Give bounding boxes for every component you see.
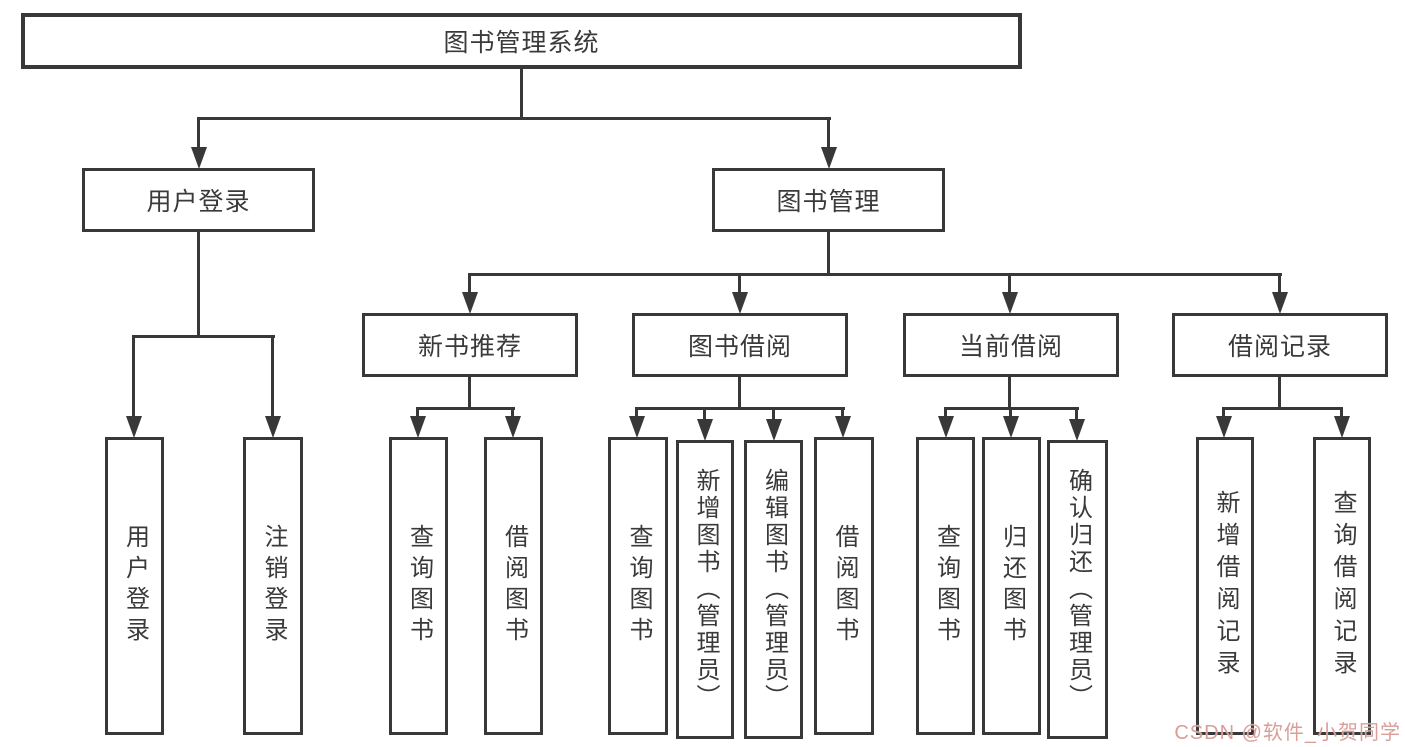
connector-root-stem xyxy=(520,69,523,117)
connector-drop-return-books xyxy=(1009,407,1012,422)
leaf-logout: 注销登录 xyxy=(243,437,303,735)
connector-drop-query-books-1 xyxy=(416,407,419,422)
arrowhead-leaf-logout xyxy=(265,416,281,438)
arrowhead-add-book xyxy=(697,419,713,441)
arrowhead-leaf-user-login xyxy=(126,416,142,438)
node-root-library-system: 图书管理系统 xyxy=(21,13,1022,69)
connector-drop-add-book xyxy=(703,407,706,422)
node-book-borrow: 图书借阅 xyxy=(632,313,848,377)
arrowhead-query-books-2 xyxy=(629,416,645,438)
leaf-query-books-1: 查询图书 xyxy=(389,437,448,735)
connector-drop-confirm-return xyxy=(1075,407,1078,422)
connector-drop-add-record xyxy=(1222,407,1225,422)
csdn-watermark: CSDN @软件_小贺同学 xyxy=(1174,722,1401,744)
arrowhead-borrow-books-2 xyxy=(835,416,851,438)
leaf-query-books-3: 查询图书 xyxy=(916,437,975,735)
arrowhead-query-books-1 xyxy=(410,416,426,438)
connector-drop-borrow-books-2 xyxy=(841,407,844,422)
connector-book-borrow-stem xyxy=(738,377,741,407)
connector-current-borrow-stem xyxy=(1008,377,1011,407)
connector-drop-current-borrow xyxy=(1008,273,1011,295)
connector-user-login-rail xyxy=(132,335,275,338)
leaf-borrow-books-2: 借阅图书 xyxy=(814,437,874,735)
connector-drop-leaf-logout xyxy=(271,335,274,422)
arrowhead-query-record xyxy=(1334,416,1350,438)
connector-drop-query-record xyxy=(1340,407,1343,422)
connector-new-book-rail xyxy=(416,407,515,410)
connector-drop-book-management xyxy=(827,117,830,153)
connector-book-management-stem xyxy=(827,232,830,273)
arrowhead-user-login xyxy=(191,147,207,169)
connector-drop-user-login xyxy=(197,117,200,153)
arrowhead-new-book xyxy=(462,292,478,314)
node-borrow-records: 借阅记录 xyxy=(1172,313,1388,377)
arrowhead-current-borrow xyxy=(1002,292,1018,314)
connector-drop-new-book xyxy=(468,273,471,295)
arrowhead-query-books-3 xyxy=(938,416,954,438)
leaf-user-login: 用户登录 xyxy=(105,437,164,735)
arrowhead-book-management xyxy=(821,147,837,169)
node-book-management: 图书管理 xyxy=(712,168,945,232)
connector-drop-borrow-books-1 xyxy=(511,407,514,422)
leaf-query-borrow-record: 查询借阅记录 xyxy=(1313,437,1371,735)
connector-drop-borrow-records xyxy=(1278,273,1281,295)
arrowhead-add-record xyxy=(1216,416,1232,438)
connector-drop-leaf-user-login xyxy=(132,335,135,422)
node-new-book-recommend: 新书推荐 xyxy=(362,313,578,377)
arrowhead-return-books xyxy=(1003,416,1019,438)
leaf-borrow-books-1: 借阅图书 xyxy=(484,437,543,735)
connector-drop-book-borrow xyxy=(738,273,741,295)
leaf-edit-book-admin: 编辑图书（管理员） xyxy=(744,440,803,739)
connector-new-book-stem xyxy=(468,377,471,407)
connector-borrow-records-rail xyxy=(1222,407,1343,410)
leaf-add-borrow-record: 新增借阅记录 xyxy=(1196,437,1254,735)
node-current-borrow: 当前借阅 xyxy=(903,313,1119,377)
arrowhead-book-borrow xyxy=(732,292,748,314)
connector-drop-query-books-2 xyxy=(635,407,638,422)
arrowhead-borrow-records xyxy=(1272,292,1288,314)
connector-borrow-records-stem xyxy=(1278,377,1281,407)
connector-drop-query-books-3 xyxy=(944,407,947,422)
arrowhead-borrow-books-1 xyxy=(505,416,521,438)
connector-level3-rail xyxy=(468,273,1282,276)
arrowhead-confirm-return xyxy=(1069,419,1085,441)
leaf-query-books-2: 查询图书 xyxy=(608,437,668,735)
connector-user-login-stem xyxy=(197,232,200,335)
leaf-add-book-admin: 新增图书（管理员） xyxy=(676,440,734,739)
connector-level2-rail xyxy=(198,117,831,120)
node-user-login: 用户登录 xyxy=(82,168,315,232)
leaf-return-books: 归还图书 xyxy=(982,437,1041,735)
arrowhead-edit-book xyxy=(766,419,782,441)
connector-book-borrow-rail xyxy=(635,407,845,410)
leaf-confirm-return-admin: 确认归还（管理员） xyxy=(1047,440,1108,739)
connector-drop-edit-book xyxy=(772,407,775,422)
